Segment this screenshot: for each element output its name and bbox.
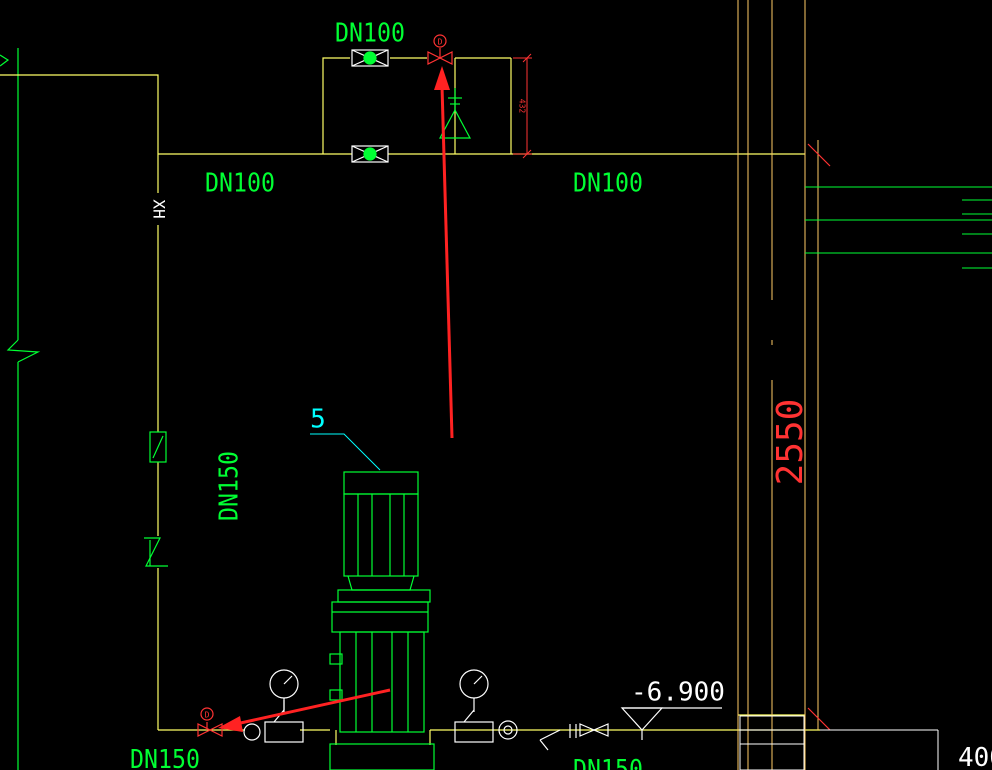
elevation-label: -6.900	[631, 678, 725, 708]
pressure-gauge-right-icon	[459, 669, 489, 712]
label-main-right: DN100	[573, 169, 643, 199]
label-bottom-left: DN150	[130, 745, 200, 770]
elevation-triangle-icon	[620, 707, 722, 740]
red-arrow-top-icon	[434, 66, 454, 439]
riser-symbols	[150, 193, 166, 225]
dimension-small	[513, 53, 532, 159]
check-valve-right-icon	[454, 709, 518, 743]
flow-meter-top-icon	[351, 49, 389, 67]
dimension-small-label: 432	[518, 99, 527, 114]
left-edge-break-line	[0, 48, 41, 770]
valve-top-marker: D	[438, 38, 443, 47]
left-feeder-pipe	[0, 74, 159, 154]
riser-flow-switch-icon	[149, 431, 167, 463]
pump-tag-label: 5	[310, 405, 326, 435]
pipe-code-label: XH	[150, 199, 169, 218]
right-wall-structure	[737, 0, 819, 770]
bottom-right-frame	[739, 715, 939, 770]
valve-bottom-marker: D	[205, 711, 210, 720]
flow-meter-bottom-icon	[351, 145, 389, 163]
pump-tag-leader	[310, 433, 381, 471]
label-bottom-right: DN150	[573, 755, 643, 770]
gate-valve-right-icon	[539, 723, 609, 751]
riser-flex-joint-icon	[144, 536, 168, 568]
gate-valve-bottom-icon	[197, 707, 223, 737]
red-arrow-bottom-icon	[218, 688, 391, 732]
label-bypass-top: DN100	[335, 19, 405, 49]
bypass-loop-left	[322, 57, 350, 154]
vertical-pump-icon	[329, 471, 435, 770]
right-green-lines	[805, 186, 992, 269]
label-riser: DN150	[215, 451, 245, 521]
pressure-gauge-left-icon	[269, 669, 299, 712]
label-edge-number: 400	[958, 743, 992, 770]
label-main-left: DN100	[205, 169, 275, 199]
gate-valve-top-icon	[427, 34, 453, 65]
dimension-vertical-label: 2550	[770, 399, 811, 486]
pressure-reducing-valve-icon	[438, 88, 472, 139]
dimension-vertical-ticks	[807, 143, 831, 731]
